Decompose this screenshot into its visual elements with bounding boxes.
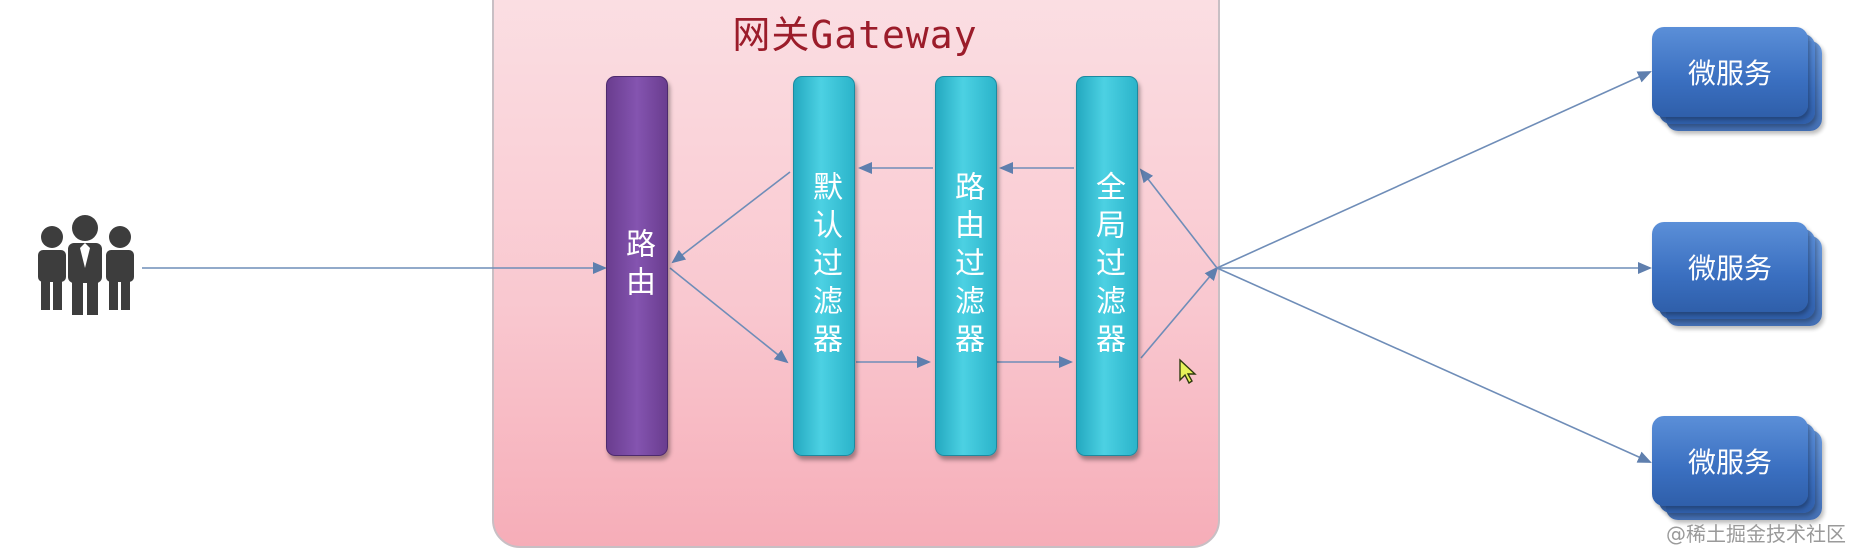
service-label: 微服务 bbox=[1687, 252, 1772, 285]
route-filter-bar: 路由过滤器 bbox=[935, 76, 997, 456]
mouse-cursor-icon bbox=[1179, 358, 1197, 384]
service-label: 微服务 bbox=[1687, 57, 1772, 90]
users-icon bbox=[38, 215, 134, 315]
arrow-hub-to-global bbox=[1139, 168, 1218, 269]
route-filter-label: 路由过滤器 bbox=[949, 171, 984, 361]
arrow-default-to-route-back bbox=[671, 171, 791, 264]
service-card-1: 微服务 bbox=[1652, 27, 1822, 131]
default-filter-bar: 默认过滤器 bbox=[793, 76, 855, 456]
arrow-route-to-default bbox=[669, 267, 789, 364]
default-filter-label: 默认过滤器 bbox=[807, 171, 842, 361]
gateway-title: 网关Gateway bbox=[732, 13, 978, 57]
service-label: 微服务 bbox=[1687, 446, 1772, 479]
watermark: @稀土掘金技术社区 bbox=[1666, 522, 1846, 546]
arrow-global-to-hub bbox=[1140, 266, 1219, 359]
route-bar: 路由 bbox=[606, 76, 668, 456]
arrow-hub-to-service-3 bbox=[1216, 267, 1652, 463]
route-label: 路由 bbox=[620, 228, 655, 304]
global-filter-label: 全局过滤器 bbox=[1090, 171, 1125, 361]
service-card-3: 微服务 bbox=[1652, 416, 1822, 520]
arrow-hub-to-service-1 bbox=[1216, 71, 1652, 269]
global-filter-bar: 全局过滤器 bbox=[1076, 76, 1138, 456]
service-card-2: 微服务 bbox=[1652, 222, 1822, 326]
